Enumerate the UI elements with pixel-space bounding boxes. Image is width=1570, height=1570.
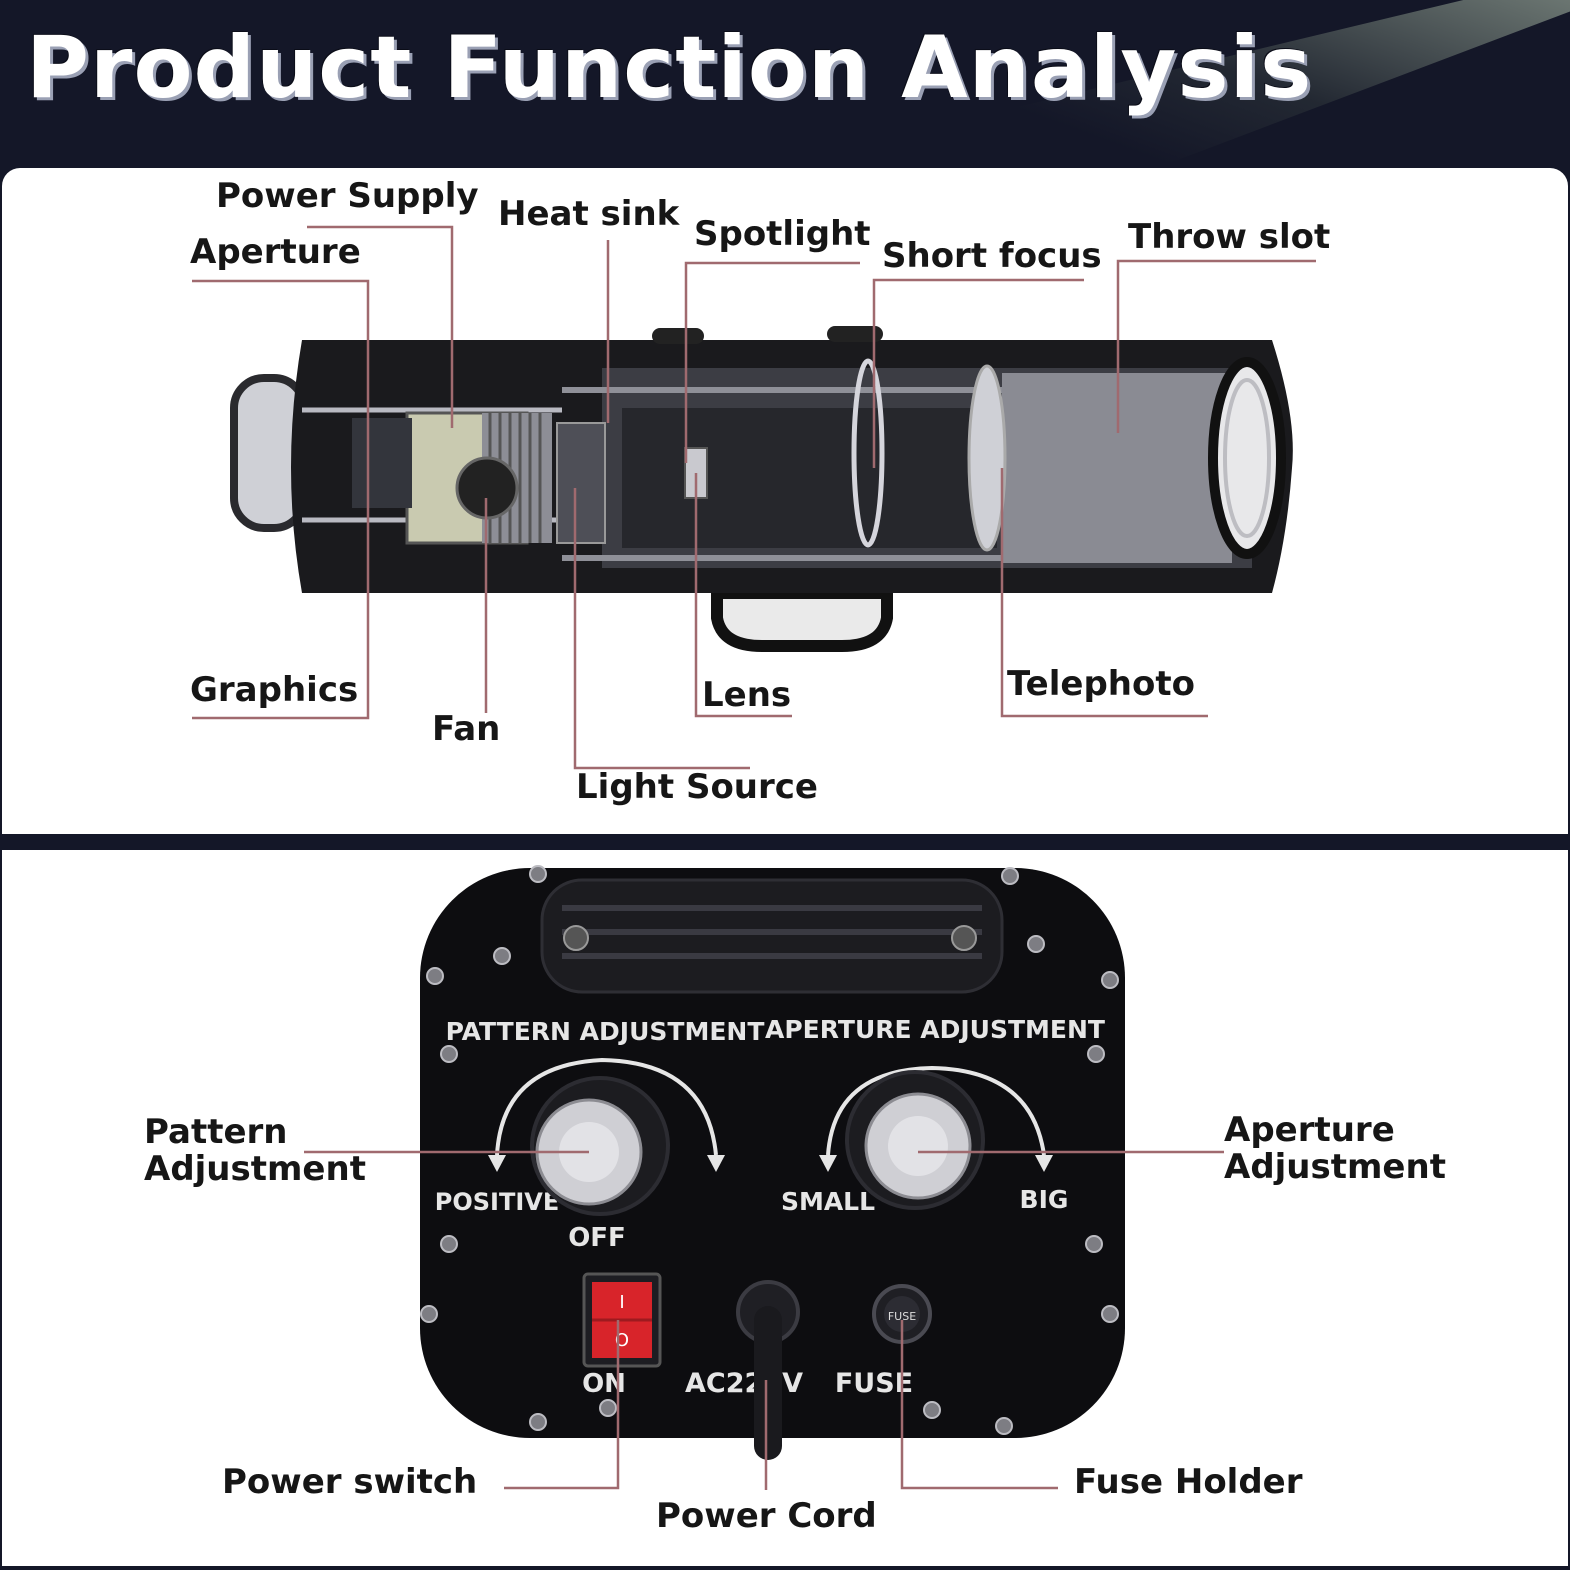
panel-text-big: BIG — [1020, 1185, 1069, 1214]
switch-on-mark: I — [619, 1292, 624, 1313]
label-power-switch: Power switch — [222, 1462, 478, 1502]
panel-text-off: OFF — [568, 1223, 626, 1253]
panel-text-ac220v: AC220V — [685, 1368, 803, 1399]
label-fuse-holder: Fuse Holder — [1074, 1462, 1303, 1502]
internals-panel: Power Supply Aperture Heat sink Spotligh… — [2, 168, 1568, 834]
panel-text-small: SMALL — [781, 1187, 875, 1216]
projector-internal-illustration — [192, 225, 1316, 770]
top-grip — [540, 878, 1004, 994]
page-title: Product Function Analysis — [26, 18, 1313, 118]
pattern-knob[interactable] — [530, 1076, 670, 1216]
label-power-cord: Power Cord — [656, 1496, 877, 1536]
panel-text-positive: POSITIVE — [435, 1188, 559, 1216]
header-banner: Product Function Analysis — [0, 0, 1570, 168]
panel-text-on: ON — [582, 1369, 626, 1399]
label-power-supply: Power Supply — [216, 176, 479, 216]
short-focus-ring — [851, 358, 885, 548]
label-spotlight: Spotlight — [694, 214, 871, 254]
label-pattern-adjustment: Pattern Adjustment — [144, 1112, 366, 1189]
label-lens: Lens — [702, 675, 792, 715]
rotation-arcs — [495, 1057, 1046, 1156]
panel-text-fuse: FUSE — [835, 1368, 913, 1399]
top-knob-left — [652, 328, 704, 344]
control-panel-illustration: PATTERN ADJUSTMENT APERTURE ADJUSTMENT P… — [304, 865, 1224, 1490]
control-leader-lines — [304, 1150, 1224, 1490]
panel-text-pattern-adjustment: PATTERN ADJUSTMENT — [446, 1017, 765, 1046]
inner-plate — [622, 408, 997, 548]
fuse-cap-text: FUSE — [888, 1310, 916, 1323]
top-knob-right — [827, 326, 883, 342]
aperture-knob[interactable] — [845, 1070, 985, 1210]
panel-screws — [420, 865, 1119, 1435]
label-aperture: Aperture — [190, 232, 361, 272]
label-graphics: Graphics — [190, 670, 359, 710]
label-fan: Fan — [432, 709, 501, 749]
panel-text-aperture-adjustment: APERTURE ADJUSTMENT — [765, 1015, 1105, 1044]
label-throw-slot: Throw slot — [1128, 217, 1331, 257]
leader-lines — [192, 225, 1316, 770]
telephoto-ring — [967, 364, 1007, 552]
power-switch[interactable]: I O — [582, 1272, 662, 1368]
label-short-focus: Short focus — [882, 236, 1102, 276]
label-aperture-adjustment: Aperture Adjustment — [1224, 1110, 1446, 1187]
label-heat-sink: Heat sink — [498, 194, 680, 234]
bottom-handle — [711, 587, 893, 652]
label-telephoto: Telephoto — [1007, 664, 1195, 704]
fuse-holder[interactable]: FUSE — [872, 1284, 932, 1344]
control-panel-section: PATTERN ADJUSTMENT APERTURE ADJUSTMENT P… — [2, 850, 1568, 1566]
label-light-source: Light Source — [576, 767, 818, 807]
power-cord — [736, 1280, 800, 1460]
graphics-module — [352, 418, 412, 508]
light-source-block — [556, 422, 606, 544]
